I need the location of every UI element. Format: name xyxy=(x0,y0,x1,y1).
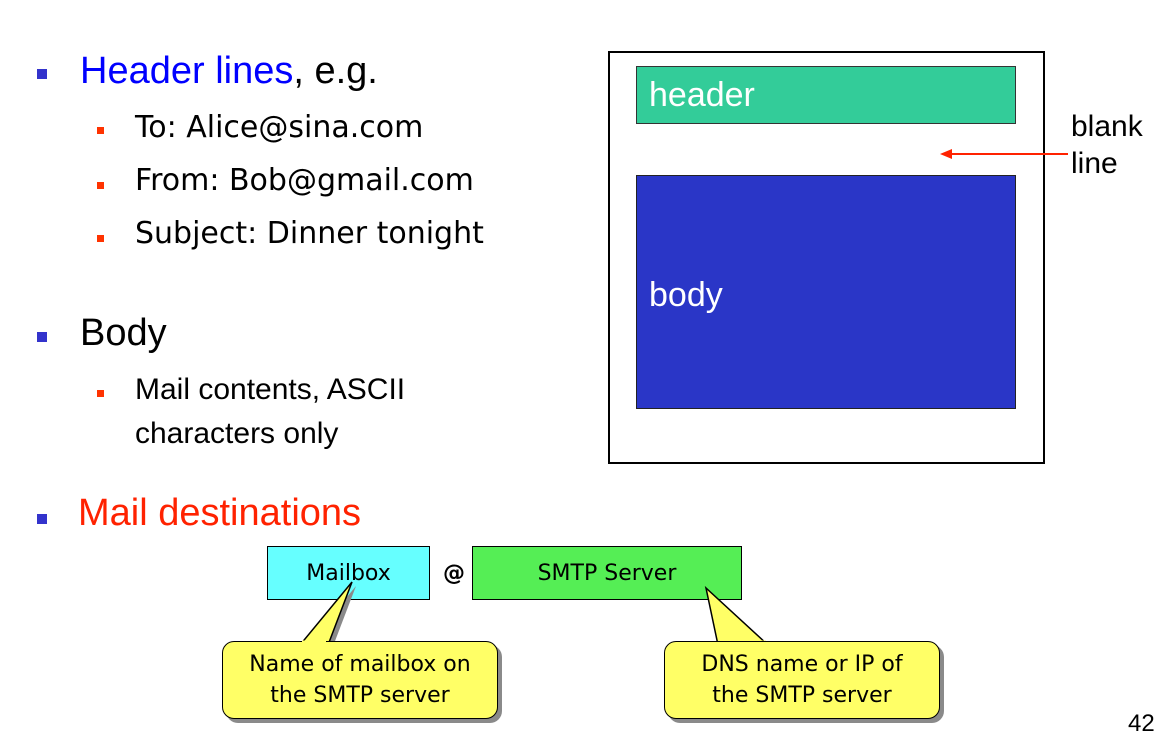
at-sign: @ xyxy=(443,561,465,586)
body-heading: Body xyxy=(80,312,167,354)
to-line: To: Alice@sina.com xyxy=(135,110,424,145)
from-line: From: Bob@gmail.com xyxy=(135,163,474,198)
body-block-label: body xyxy=(649,276,723,314)
smtp-server-tag: SMTP Server xyxy=(472,546,742,600)
mailbox-tag-label: Mailbox xyxy=(306,560,391,586)
server-callout-line-1: DNS name or IP of xyxy=(701,652,903,677)
subbullet-marker xyxy=(97,182,104,189)
server-callout: DNS name or IP of the SMTP server xyxy=(664,641,940,719)
subject-line: Subject: Dinner tonight xyxy=(135,216,484,251)
bullet-marker xyxy=(37,514,47,524)
subbullet-marker xyxy=(97,127,104,134)
mail-contents-line-1: Mail contents, ASCII xyxy=(135,373,406,406)
blank-line-label-2: line xyxy=(1071,147,1118,180)
bullet-marker xyxy=(37,332,47,342)
body-block: body xyxy=(636,175,1016,409)
server-callout-line-2: the SMTP server xyxy=(712,683,892,708)
mailbox-callout-line-1: Name of mailbox on xyxy=(249,652,471,677)
subbullet-marker xyxy=(97,390,104,397)
header-block-label: header xyxy=(649,76,755,114)
header-lines-heading: Header lines, e.g. xyxy=(80,50,378,93)
smtp-server-tag-label: SMTP Server xyxy=(537,560,677,586)
mailbox-callout-line-2: the SMTP server xyxy=(270,683,450,708)
header-block: header xyxy=(636,66,1016,124)
mailbox-tag: Mailbox xyxy=(267,546,430,600)
mail-destinations-heading: Mail destinations xyxy=(78,492,362,534)
mailbox-callout: Name of mailbox on the SMTP server xyxy=(222,641,498,719)
header-lines-highlight: Header lines xyxy=(80,50,294,92)
blank-line-label-1: blank xyxy=(1071,110,1143,143)
bullet-marker xyxy=(37,69,47,79)
page-number: 42 xyxy=(1128,710,1155,737)
subbullet-marker xyxy=(97,235,104,242)
header-lines-rest: , e.g. xyxy=(293,50,378,92)
mail-contents-line-2: characters only xyxy=(135,417,339,450)
